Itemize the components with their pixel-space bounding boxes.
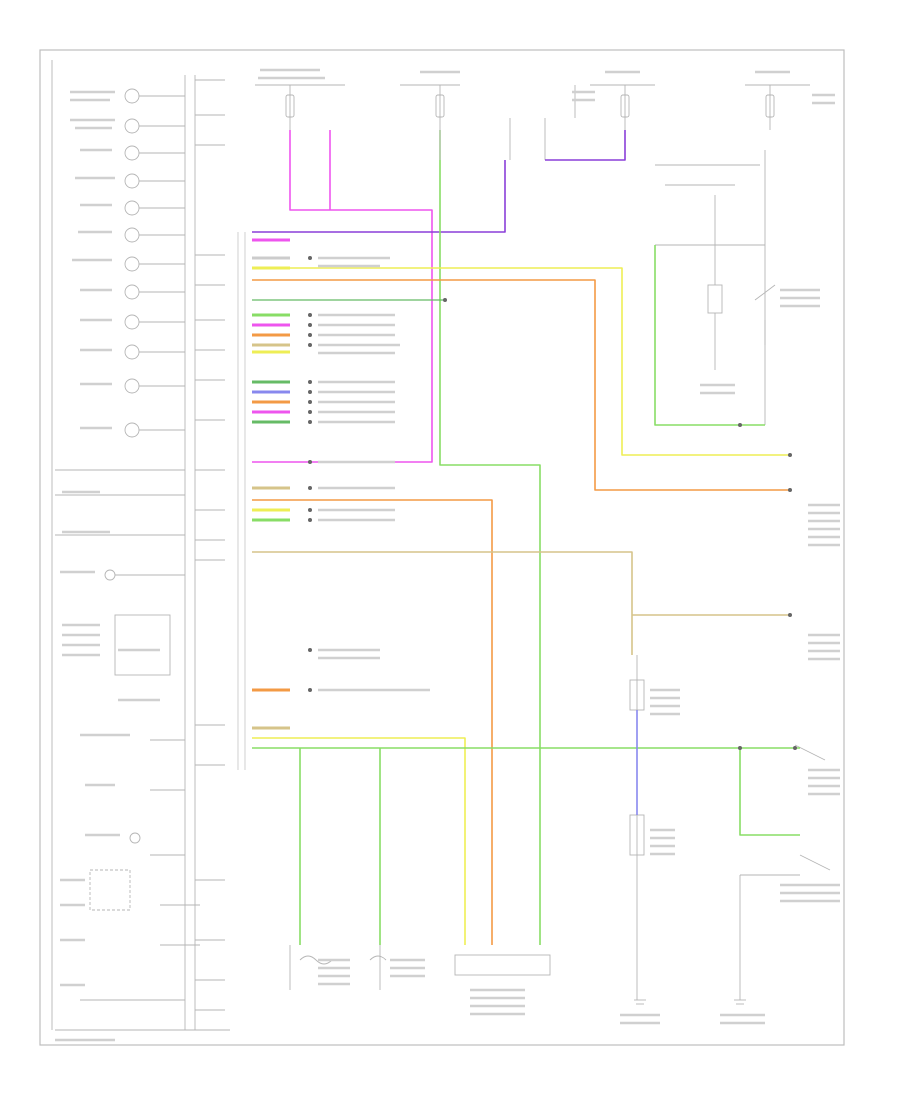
- wire-violet: [252, 160, 506, 233]
- wire-light-green: [439, 130, 541, 945]
- connector-row-stubs: [252, 238, 290, 730]
- fuse-feeds: [255, 84, 810, 160]
- wire-yellow: [252, 267, 790, 456]
- wire-orange-lower: [252, 499, 493, 945]
- wire-light-green-right: [654, 245, 765, 426]
- tachometer-box: [89, 869, 131, 911]
- diagram-border: [39, 49, 845, 1046]
- instrument-cluster: [51, 60, 230, 1031]
- wire-yellow-lower: [252, 737, 466, 945]
- cluster-connector-pins: [237, 232, 246, 770]
- illegible-labels: [55, 68, 840, 1042]
- warning-lamp-bulbs: [104, 88, 141, 844]
- wire-tan: [252, 551, 633, 655]
- wire-orange: [252, 279, 790, 491]
- colored-wires: [252, 130, 800, 945]
- speedometer-box: [114, 614, 171, 676]
- wire-violet-2: [545, 130, 626, 161]
- wire-green-lower-drop: [739, 748, 800, 836]
- connector-arrow-tips: [308, 256, 797, 750]
- right-side-components: [289, 150, 831, 1005]
